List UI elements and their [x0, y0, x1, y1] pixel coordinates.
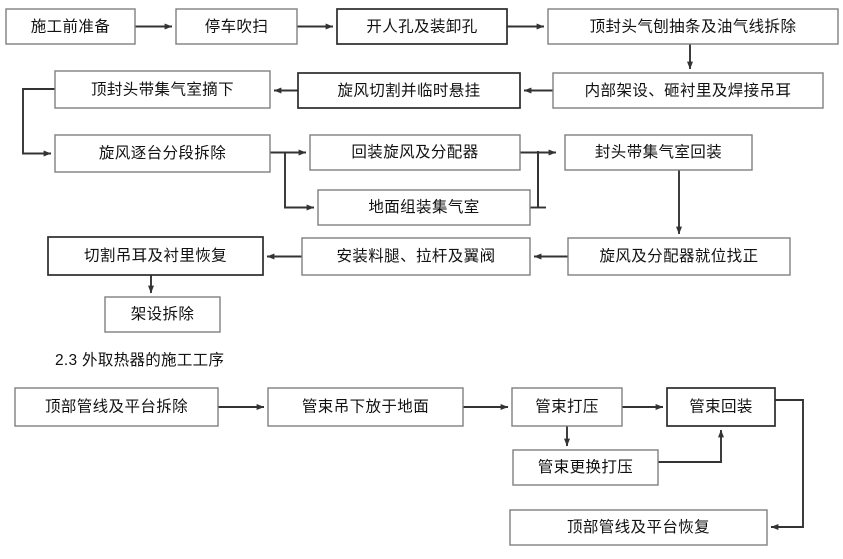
- top-flowchart-connectors: [22, 23, 694, 294]
- node-n6-label: 旋风切割并临时悬挂: [337, 82, 480, 100]
- node-n10-label: 地面组装集气室: [368, 198, 479, 216]
- node-b5[interactable]: 管束更换打压: [512, 449, 659, 486]
- node-n9-label: 回装旋风及分配器: [351, 143, 478, 161]
- node-n2-label: 停车吹扫: [205, 18, 269, 36]
- node-n12-label: 旋风及分配器就位找正: [599, 247, 758, 265]
- node-n4[interactable]: 顶封头气刨抽条及油气线拆除: [547, 8, 839, 45]
- node-b2-label: 管束吊下放于地面: [302, 398, 429, 416]
- node-n14-label: 切割吊耳及衬里恢复: [84, 247, 227, 265]
- node-n6[interactable]: 旋风切割并临时悬挂: [297, 72, 521, 109]
- edge-b4-b6: [770, 399, 804, 531]
- node-b2[interactable]: 管束吊下放于地面: [267, 387, 464, 427]
- node-n11-label: 封头带集气室回装: [595, 143, 722, 161]
- node-n14[interactable]: 切割吊耳及衬里恢复: [47, 236, 264, 276]
- section-heading-2-3: 2.3 外取热器的施工工序: [55, 352, 225, 369]
- node-b5-label: 管束更换打压: [538, 458, 633, 476]
- node-n15-label: 架设拆除: [131, 305, 195, 323]
- node-n5-label: 内部架设、砸衬里及焊接吊耳: [585, 82, 792, 100]
- node-n5[interactable]: 内部架设、砸衬里及焊接吊耳: [552, 72, 824, 109]
- bottom-flowchart-nodes: 顶部管线及平台拆除 管束吊下放于地面 管束打压 管束回装 管束更换打压 顶部管线…: [14, 387, 776, 546]
- node-n4-label: 顶封头气刨抽条及油气线拆除: [590, 18, 797, 36]
- node-b1[interactable]: 顶部管线及平台拆除: [14, 387, 219, 427]
- edge-n7-n8: [22, 88, 55, 157]
- node-n13-label: 安装料腿、拉杆及翼阀: [336, 247, 495, 265]
- node-n3-label: 开人孔及装卸孔: [366, 18, 477, 36]
- node-b6-label: 顶部管线及平台恢复: [567, 518, 710, 536]
- node-n1[interactable]: 施工前准备: [5, 8, 136, 45]
- node-b4[interactable]: 管束回装: [666, 387, 776, 427]
- node-n7-label: 顶封头带集气室摘下: [91, 81, 234, 99]
- node-n10[interactable]: 地面组装集气室: [317, 189, 531, 226]
- node-b1-label: 顶部管线及平台拆除: [45, 398, 188, 416]
- node-n2[interactable]: 停车吹扫: [175, 8, 298, 45]
- node-n12[interactable]: 旋风及分配器就位找正: [567, 237, 791, 276]
- top-flowchart-nodes: 施工前准备 停车吹扫 开人孔及装卸孔 顶封头气刨抽条及油气线拆除 内部架设、砸衬…: [5, 8, 839, 333]
- node-n1-label: 施工前准备: [31, 18, 111, 36]
- node-b4-label: 管束回装: [689, 398, 753, 416]
- node-n9[interactable]: 回装旋风及分配器: [309, 134, 521, 171]
- node-n15[interactable]: 架设拆除: [104, 296, 221, 333]
- node-n13[interactable]: 安装料腿、拉杆及翼阀: [301, 237, 531, 276]
- node-b6[interactable]: 顶部管线及平台恢复: [509, 509, 768, 546]
- edge-b5-b4: [658, 429, 724, 463]
- node-n8[interactable]: 旋风逐台分段拆除: [54, 134, 271, 173]
- node-n3[interactable]: 开人孔及装卸孔: [336, 8, 508, 45]
- node-n11[interactable]: 封头带集气室回装: [564, 134, 753, 171]
- node-n8-label: 旋风逐台分段拆除: [99, 144, 226, 162]
- node-b3-label: 管束打压: [535, 398, 599, 416]
- node-b3[interactable]: 管束打压: [511, 387, 623, 427]
- edge-n8-n10: [284, 153, 315, 211]
- bottom-flowchart-connectors: [218, 399, 804, 531]
- node-n7[interactable]: 顶封头带集气室摘下: [54, 70, 271, 109]
